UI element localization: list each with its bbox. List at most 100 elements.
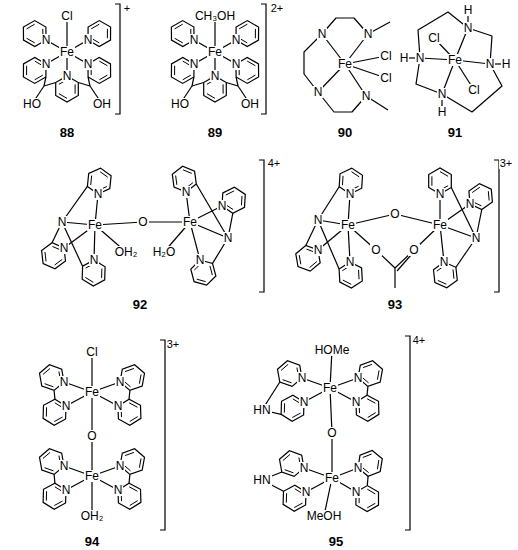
atom-label: N — [83, 58, 94, 70]
atom-label: N — [313, 244, 324, 256]
double-bond — [129, 487, 137, 491]
double-bond — [377, 370, 379, 379]
bond-line — [322, 18, 368, 34]
atom-label: OH₂ — [80, 510, 105, 522]
atom-label: N — [89, 254, 100, 266]
atom-label: Cl — [60, 10, 73, 22]
atom-label: N — [485, 58, 496, 70]
atom-label: H — [399, 52, 410, 64]
bond-line — [128, 390, 130, 399]
charge-label: 3+ — [499, 158, 514, 169]
atom-label: Fe — [432, 219, 448, 231]
double-bond — [226, 191, 234, 195]
bond-line — [192, 83, 204, 87]
double-bond — [175, 24, 183, 29]
double-bond — [255, 29, 256, 38]
double-bond — [286, 493, 287, 502]
atom-label: N — [41, 34, 52, 46]
bond-line — [53, 390, 55, 399]
atom-label: N — [463, 22, 474, 34]
double-bond — [197, 279, 206, 281]
double-bond — [368, 413, 376, 418]
atom-label: HN — [252, 474, 271, 486]
atom-label: N — [437, 88, 448, 100]
bond-line — [78, 83, 90, 87]
double-bond — [363, 454, 372, 457]
double-bond — [283, 454, 290, 460]
double-bond — [75, 84, 76, 93]
atom-label: N — [353, 372, 364, 384]
double-bond — [101, 269, 102, 278]
charge-bracket — [494, 160, 499, 292]
double-bond — [45, 384, 54, 387]
double-bond — [45, 468, 54, 471]
double-bond — [174, 66, 175, 75]
bond-line — [196, 184, 228, 238]
atom-label: O — [326, 427, 337, 439]
bond-line — [53, 474, 55, 483]
double-bond — [139, 374, 141, 383]
compound-number: 91 — [447, 126, 463, 139]
double-bond — [46, 407, 47, 416]
bond-line — [304, 34, 322, 92]
double-bond — [284, 403, 285, 412]
atom-label: N — [231, 34, 242, 46]
atom-label: Fe — [59, 46, 75, 58]
double-bond — [125, 452, 134, 455]
double-bond — [488, 191, 490, 200]
atom-label: N — [439, 256, 450, 268]
double-bond — [241, 196, 243, 205]
bond-line — [442, 64, 502, 112]
double-bond — [99, 75, 107, 80]
double-bond — [27, 24, 35, 29]
atom-label: N — [93, 188, 104, 200]
double-bond — [54, 417, 62, 421]
atom-label: N — [435, 188, 446, 200]
double-bond — [239, 24, 247, 29]
bond-line — [418, 12, 468, 58]
atom-label: N — [415, 52, 426, 64]
atom-label: HO — [22, 98, 42, 110]
double-bond — [223, 84, 224, 93]
double-bond — [125, 368, 134, 371]
atom-label: Fe — [207, 46, 223, 58]
double-bond — [27, 38, 35, 43]
double-bond — [367, 489, 375, 494]
atom-label: N — [217, 200, 228, 212]
charge-bracket — [261, 4, 266, 114]
atom-label: Fe — [84, 386, 100, 398]
atom-label: HOMe — [314, 344, 351, 356]
atom-label: HN — [252, 404, 271, 416]
double-bond — [45, 252, 46, 261]
double-bond — [26, 66, 27, 75]
atom-label: O — [370, 244, 381, 256]
double-bond — [343, 280, 351, 284]
bond-line — [236, 77, 238, 86]
double-bond — [285, 470, 294, 473]
atom-label: N — [210, 70, 221, 82]
atom-label: H — [463, 4, 474, 16]
atom-label: N — [345, 256, 356, 268]
atom-label: N — [83, 34, 94, 46]
atom-label: N — [223, 232, 234, 244]
atom-label: N — [465, 198, 476, 210]
atom-label: N — [59, 242, 70, 254]
double-bond — [35, 75, 43, 80]
atom-label: N — [115, 376, 126, 388]
charge-bracket — [160, 340, 165, 530]
atom-label: N — [61, 400, 72, 412]
atom-label: N — [181, 186, 192, 198]
atom-label: O — [389, 208, 400, 220]
atom-label: Cl — [85, 346, 98, 358]
atom-label: Fe — [322, 382, 338, 394]
double-bond — [175, 38, 183, 43]
bond-line — [128, 474, 130, 483]
atom-label: N — [297, 372, 308, 384]
double-bond — [292, 413, 300, 417]
double-bond — [283, 380, 292, 383]
double-bond — [46, 491, 47, 500]
atom-label: N — [61, 484, 72, 496]
atom-label: Cl — [379, 50, 392, 62]
atom-label: N — [57, 216, 68, 228]
